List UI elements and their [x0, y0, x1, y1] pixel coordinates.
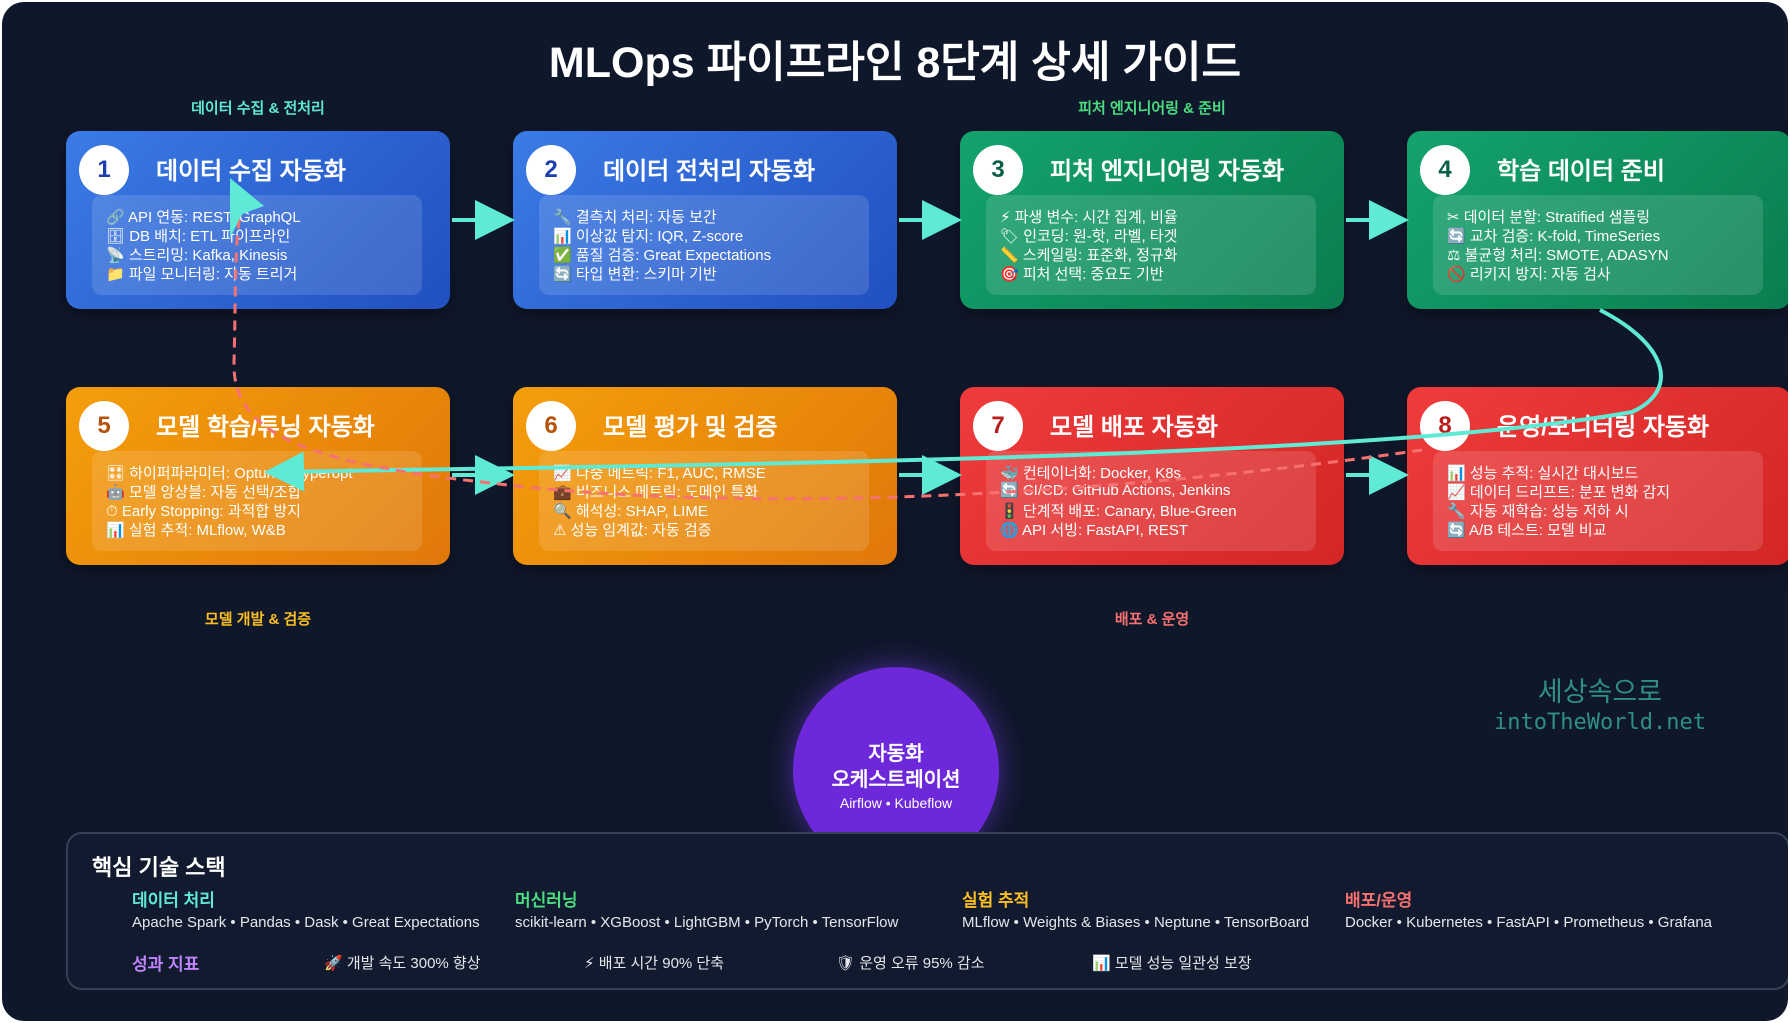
step-details: 📊 성능 추적: 실시간 대시보드 📈 데이터 드리프트: 분포 변화 감지 🔧…	[1433, 451, 1763, 551]
feedback-loop-path	[232, 201, 1423, 501]
phase-label-collection: 데이터 수집 & 전처리	[191, 100, 325, 117]
step-details: 🐳 컨테이너화: Docker, K8s 🔄 CI/CD: GitHub Act…	[986, 451, 1316, 551]
step-detail-item: 📈 다중 메트릭: F1, AUC, RMSE	[553, 465, 766, 482]
step-detail-item: 📁 파일 모니터링: 자동 트리거	[106, 266, 298, 283]
step-card-3: 3 피처 엔지니어링 자동화 ⚡ 파생 변수: 시간 집계, 비율 🏷 인코딩:…	[960, 131, 1344, 309]
step-detail-item: 🚦 단계적 배포: Canary, Blue-Green	[1000, 503, 1237, 520]
step-detail-item: 🌐 API 서빙: FastAPI, REST	[1000, 522, 1188, 539]
step-title: 데이터 수집 자동화	[156, 158, 346, 185]
step-number: 4	[1420, 145, 1470, 195]
tech-stack-title: 핵심 기술 스택	[92, 855, 226, 880]
step-detail-item: 🔍 해석성: SHAP, LIME	[553, 503, 708, 520]
step-title: 학습 데이터 준비	[1497, 158, 1665, 185]
step-title: 모델 배포 자동화	[1050, 414, 1218, 441]
kpi-label: 성과 지표	[132, 955, 200, 974]
step-detail-item: 🏷 인코딩: 원-핫, 라벨, 타겟	[1000, 228, 1178, 245]
step-detail-item: 🔄 교차 검증: K-fold, TimeSeries	[1447, 228, 1661, 245]
step-number: 1	[79, 145, 129, 195]
step-card-6: 6 모델 평가 및 검증 📈 다중 메트릭: F1, AUC, RMSE 💼 비…	[513, 387, 897, 565]
step-detail-item: ⏱ Early Stopping: 과적합 방지	[106, 503, 301, 520]
step-detail-item: 📊 성능 추적: 실시간 대시보드	[1447, 465, 1639, 482]
flow-arrow-4-5	[264, 308, 1663, 492]
step-details: 🎛 하이퍼파라미터: Optuna, Hyperopt 🤖 모델 앙상블: 자동…	[92, 451, 422, 551]
tech-stack-panel: 핵심 기술 스택 데이터 처리 Apache Spark • Pandas • …	[66, 832, 1788, 990]
feedback-loop-arrowhead	[230, 178, 264, 238]
step-detail-item: 🐳 컨테이너화: Docker, K8s	[1000, 465, 1182, 482]
step-detail-item: 🗄 DB 배치: ETL 파이프라인	[106, 228, 291, 245]
step-detail-item: 🚫 리키지 방지: 자동 검사	[1447, 266, 1611, 283]
watermark-url: intoTheWorld.net	[1494, 710, 1706, 735]
step-detail-item: 🎯 피처 선택: 중요도 기반	[1000, 266, 1164, 283]
step-number: 7	[973, 401, 1023, 451]
step-detail-item: 🔧 자동 재학습: 성능 저하 시	[1447, 503, 1629, 520]
orchestration-tools: Airflow • Kubeflow	[839, 795, 953, 811]
tech-category-ml: 머신러닝	[515, 891, 578, 910]
step-number: 5	[79, 401, 129, 451]
step-number: 3	[973, 145, 1023, 195]
step-title: 모델 평가 및 검증	[603, 414, 778, 441]
step-details: ⚡ 파생 변수: 시간 집계, 비율 🏷 인코딩: 원-핫, 라벨, 타겟 📏 …	[986, 195, 1316, 295]
step-detail-item: 📊 실험 추적: MLflow, W&B	[106, 522, 286, 539]
step-detail-item: ✂ 데이터 분할: Stratified 샘플링	[1447, 209, 1651, 226]
step-detail-item: 📈 데이터 드리프트: 분포 변화 감지	[1447, 484, 1671, 501]
tech-category-deploy: 배포/운영	[1345, 891, 1413, 910]
step-detail-item: 📏 스케일링: 표준화, 정규화	[1000, 247, 1178, 264]
step-detail-item: 🔄 CI/CD: GitHub Actions, Jenkins	[1000, 482, 1231, 499]
step-detail-item: ⚠ 성능 임계값: 자동 검증	[553, 522, 712, 539]
step-title: 피처 엔지니어링 자동화	[1050, 158, 1285, 185]
step-card-1: 1 데이터 수집 자동화 🔗 API 연동: REST, GraphQL 🗄 D…	[66, 131, 450, 309]
step-number: 6	[526, 401, 576, 451]
step-detail-item: 🤖 모델 앙상블: 자동 선택/조합	[106, 484, 302, 501]
step-title: 모델 학습/튜닝 자동화	[156, 414, 375, 441]
watermark-korean: 세상속으로	[1537, 677, 1663, 707]
kpi-item-deploy-time: ⚡ 배포 시간 90% 단축	[584, 955, 725, 972]
step-details: 🔗 API 연동: REST, GraphQL 🗄 DB 배치: ETL 파이프…	[92, 195, 422, 295]
step-number: 8	[1420, 401, 1470, 451]
step-details: 🔧 결측치 처리: 자동 보간 📊 이상값 탐지: IQR, Z-score ✅…	[539, 195, 869, 295]
step-detail-item: ✅ 품질 검증: Great Expectations	[553, 247, 772, 264]
step-detail-item: ⚡ 파생 변수: 시간 집계, 비율	[1000, 209, 1178, 226]
phase-label-deploy: 배포 & 운영	[1114, 611, 1190, 628]
step-card-7: 7 모델 배포 자동화 🐳 컨테이너화: Docker, K8s 🔄 CI/CD…	[960, 387, 1344, 565]
step-detail-item: 📊 이상값 탐지: IQR, Z-score	[553, 228, 744, 245]
step-title: 데이터 전처리 자동화	[603, 158, 816, 185]
step-detail-item: 🔄 타입 변환: 스키마 기반	[553, 266, 717, 283]
step-card-2: 2 데이터 전처리 자동화 🔧 결측치 처리: 자동 보간 📊 이상값 탐지: …	[513, 131, 897, 309]
tech-category-data-items: Apache Spark • Pandas • Dask • Great Exp…	[132, 914, 480, 931]
tech-category-ml-items: scikit-learn • XGBoost • LightGBM • PyTo…	[515, 914, 899, 931]
step-number: 2	[526, 145, 576, 195]
step-card-5: 5 모델 학습/튜닝 자동화 🎛 하이퍼파라미터: Optuna, Hypero…	[66, 387, 450, 565]
step-detail-item: ⚖ 불균형 처리: SMOTE, ADASYN	[1447, 247, 1669, 264]
tech-category-experiment-items: MLflow • Weights & Biases • Neptune • Te…	[962, 914, 1310, 931]
orchestration-title-line2: 오케스트레이션	[831, 769, 961, 791]
phase-label-feature: 피처 엔지니어링 & 준비	[1078, 100, 1226, 117]
step-details: 📈 다중 메트릭: F1, AUC, RMSE 💼 비즈니스 메트릭: 도메인 …	[539, 451, 869, 551]
kpi-item-ops-errors: 🛡 운영 오류 95% 감소	[836, 955, 985, 972]
kpi-item-consistency: 📊 모델 성능 일관성 보장	[1092, 955, 1252, 972]
phase-label-model-dev: 모델 개발 & 검증	[204, 611, 312, 628]
step-detail-item: 🔗 API 연동: REST, GraphQL	[106, 209, 301, 226]
step-card-4: 4 학습 데이터 준비 ✂ 데이터 분할: Stratified 샘플링 🔄 교…	[1407, 131, 1788, 309]
tech-category-data: 데이터 처리	[132, 891, 215, 910]
diagram-title: MLOps 파이프라인 8단계 상세 가이드	[548, 39, 1242, 87]
step-detail-item: 📡 스트리밍: Kafka, Kinesis	[106, 247, 288, 264]
step-details: ✂ 데이터 분할: Stratified 샘플링 🔄 교차 검증: K-fold…	[1433, 195, 1763, 295]
tech-category-experiment: 실험 추적	[962, 891, 1030, 910]
step-detail-item: 🔄 A/B 테스트: 모델 비교	[1447, 522, 1607, 539]
orchestration-title-line1: 자동화	[868, 743, 924, 765]
tech-category-deploy-items: Docker • Kubernetes • FastAPI • Promethe…	[1345, 914, 1713, 931]
kpi-item-dev-speed: 🚀 개발 속도 300% 향상	[324, 955, 481, 972]
step-detail-item: 🔧 결측치 처리: 자동 보간	[553, 209, 717, 226]
